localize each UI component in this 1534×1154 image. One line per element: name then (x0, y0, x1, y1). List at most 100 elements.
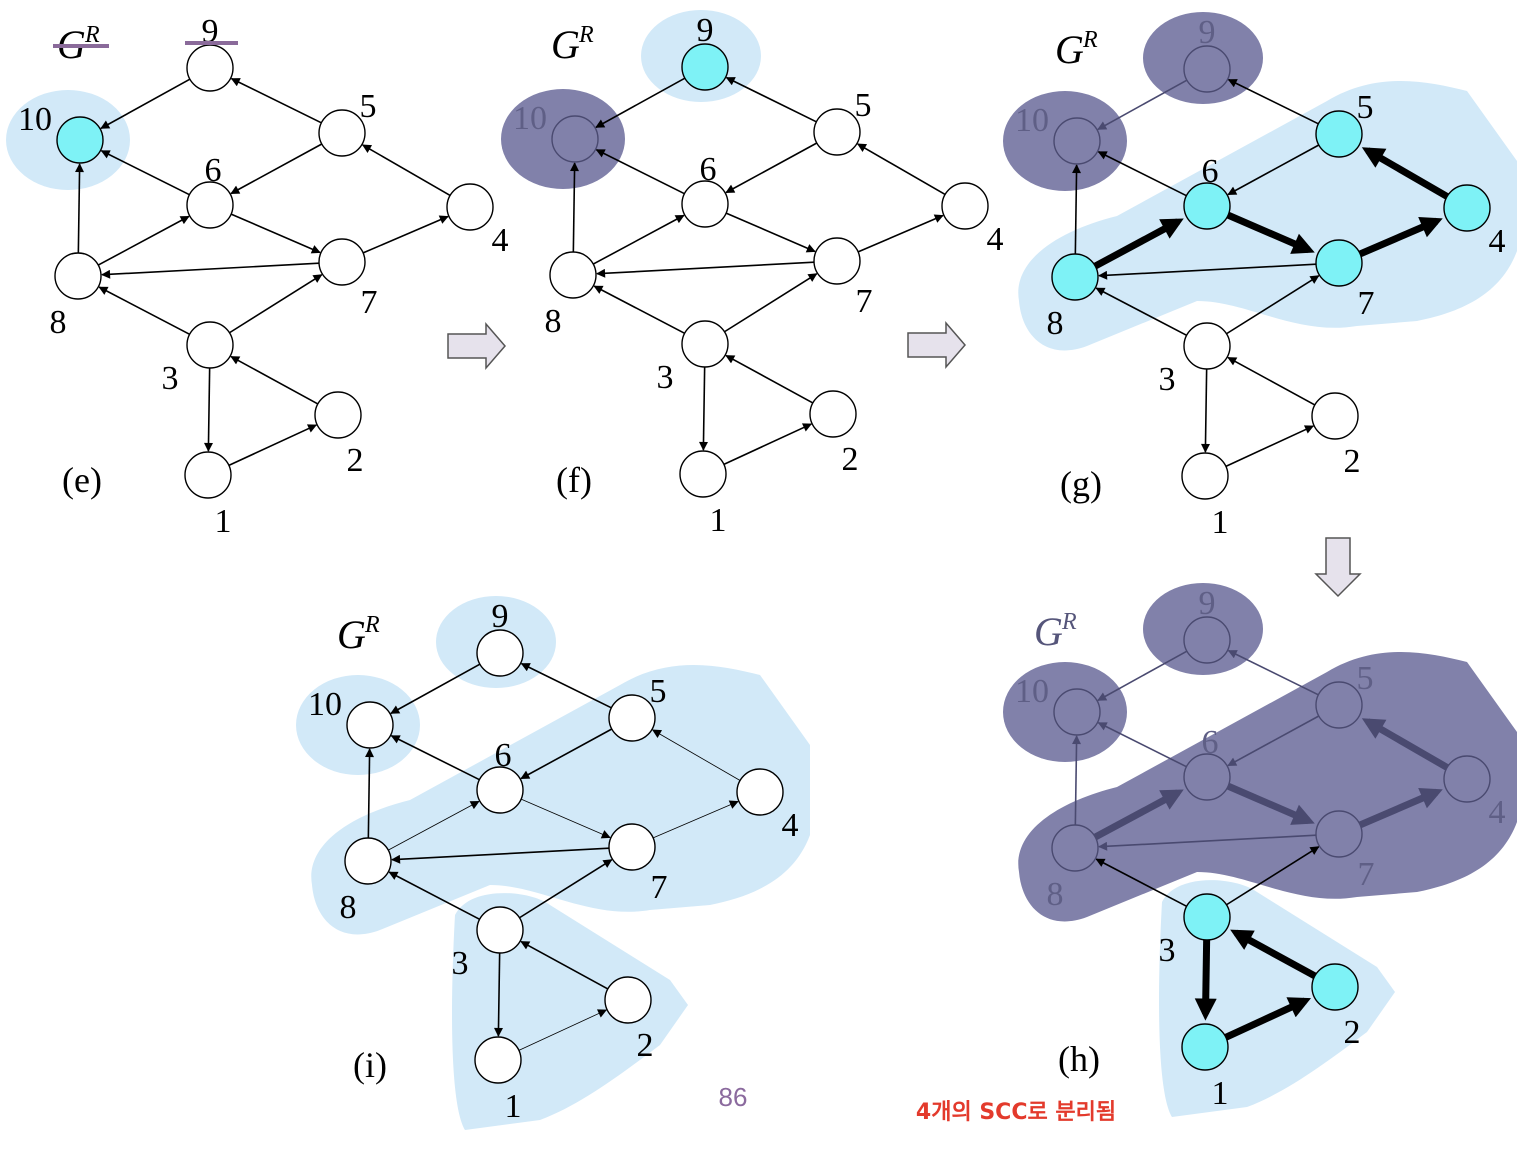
edge-5-9 (230, 77, 322, 124)
edge-7-4 (652, 800, 739, 839)
edge-5-6 (230, 143, 323, 195)
node-2 (604, 976, 652, 1024)
edge-7-8 (596, 261, 815, 278)
graph-title: G (1055, 27, 1084, 72)
edge-1-2 (518, 1009, 608, 1051)
node-2 (1311, 963, 1359, 1011)
edge-3-7 (724, 273, 818, 333)
node-4 (736, 768, 784, 816)
edge-1-2 (228, 424, 318, 467)
node-8 (344, 837, 392, 885)
node-label-3: 3 (1159, 932, 1176, 969)
node-label-2: 2 (1344, 1014, 1361, 1051)
node-2 (1311, 392, 1359, 440)
edge-7-8 (1098, 263, 1317, 280)
edge-6-7 (1226, 782, 1315, 825)
edge-6-10 (1097, 151, 1187, 197)
node-5 (608, 694, 656, 742)
node-5 (318, 109, 366, 157)
edge-8-6 (1093, 789, 1184, 841)
edge-5-6 (1227, 715, 1320, 767)
node-5 (1315, 110, 1363, 158)
edge-7-8 (101, 262, 320, 279)
edge-6-10 (1097, 722, 1187, 768)
node-label-8: 8 (50, 304, 67, 341)
edge-6-7 (1226, 211, 1315, 254)
node-4 (446, 183, 494, 231)
node-label-2: 2 (637, 1027, 654, 1064)
edge-6-7 (520, 798, 611, 839)
node-9 (1183, 45, 1231, 93)
node-label-3: 3 (657, 359, 674, 396)
node-3 (476, 906, 524, 954)
node-7 (608, 823, 656, 871)
panel-caption: (g) (1060, 464, 1102, 504)
edge-5-6 (1227, 144, 1320, 196)
edge-3-1 (203, 367, 213, 452)
edge-3-7 (1226, 846, 1320, 906)
node-2 (314, 391, 362, 439)
edge-2-3 (1227, 356, 1316, 406)
node-label-7: 7 (361, 284, 378, 321)
node-label-7: 7 (651, 869, 668, 906)
node-4 (1443, 184, 1491, 232)
graph-title: G (337, 612, 366, 657)
edge-7-4 (857, 214, 944, 253)
node-8 (54, 252, 102, 300)
node-8 (1051, 253, 1099, 301)
node-6 (1183, 753, 1231, 801)
node-6 (186, 181, 234, 229)
node-5 (1315, 681, 1363, 729)
page-number: 86 (719, 1082, 748, 1112)
node-label-10: 10 (1015, 102, 1049, 139)
edge-9-10 (1097, 650, 1188, 702)
edge-8-10 (1072, 164, 1082, 255)
edge-4-5 (1361, 718, 1449, 771)
node-10 (346, 701, 394, 749)
edge-1-2 (1225, 425, 1315, 468)
edge-4-5 (1361, 147, 1449, 200)
edge-4-5 (651, 729, 741, 781)
node-label-2: 2 (842, 441, 859, 478)
panel-caption: (h) (1058, 1039, 1100, 1079)
node-5 (813, 108, 861, 156)
node-label-9: 9 (1199, 14, 1216, 51)
edge-6-10 (100, 150, 190, 196)
node-label-3: 3 (1159, 361, 1176, 398)
edge-6-10 (595, 149, 685, 195)
node-label-4: 4 (987, 221, 1004, 258)
edge-3-7 (1226, 275, 1320, 335)
node-label-1: 1 (505, 1088, 522, 1125)
edge-3-8 (98, 286, 190, 336)
node-3 (681, 320, 729, 368)
transition-arrow-f-g (907, 320, 966, 370)
node-7 (318, 238, 366, 286)
edge-8-6 (592, 214, 685, 265)
node-8 (1051, 824, 1099, 872)
edge-8-6 (97, 215, 190, 266)
edge-5-9 (1227, 78, 1319, 125)
node-label-8: 8 (545, 303, 562, 340)
node-label-5: 5 (855, 87, 872, 124)
edge-5-9 (1227, 649, 1319, 696)
edge-2-3 (1230, 929, 1317, 980)
edge-8-10 (75, 163, 85, 254)
node-10 (1053, 688, 1101, 736)
finished-region-10 (1003, 662, 1127, 762)
node-1 (1181, 452, 1229, 500)
edge-7-4 (362, 215, 449, 254)
edge-8-10 (1072, 735, 1082, 826)
edge-3-7 (229, 274, 323, 334)
node-label-6: 6 (495, 737, 512, 774)
node-9 (186, 44, 234, 92)
edge-9-10 (390, 663, 481, 715)
node-label-10: 10 (513, 100, 547, 137)
edge-9-10 (595, 77, 686, 129)
node-3 (1183, 893, 1231, 941)
node-label-9: 9 (697, 12, 714, 49)
scc-note: 4개의 SCC로 분리됨 (916, 1100, 1116, 1125)
node-label-8: 8 (1047, 305, 1064, 342)
node-4 (941, 182, 989, 230)
